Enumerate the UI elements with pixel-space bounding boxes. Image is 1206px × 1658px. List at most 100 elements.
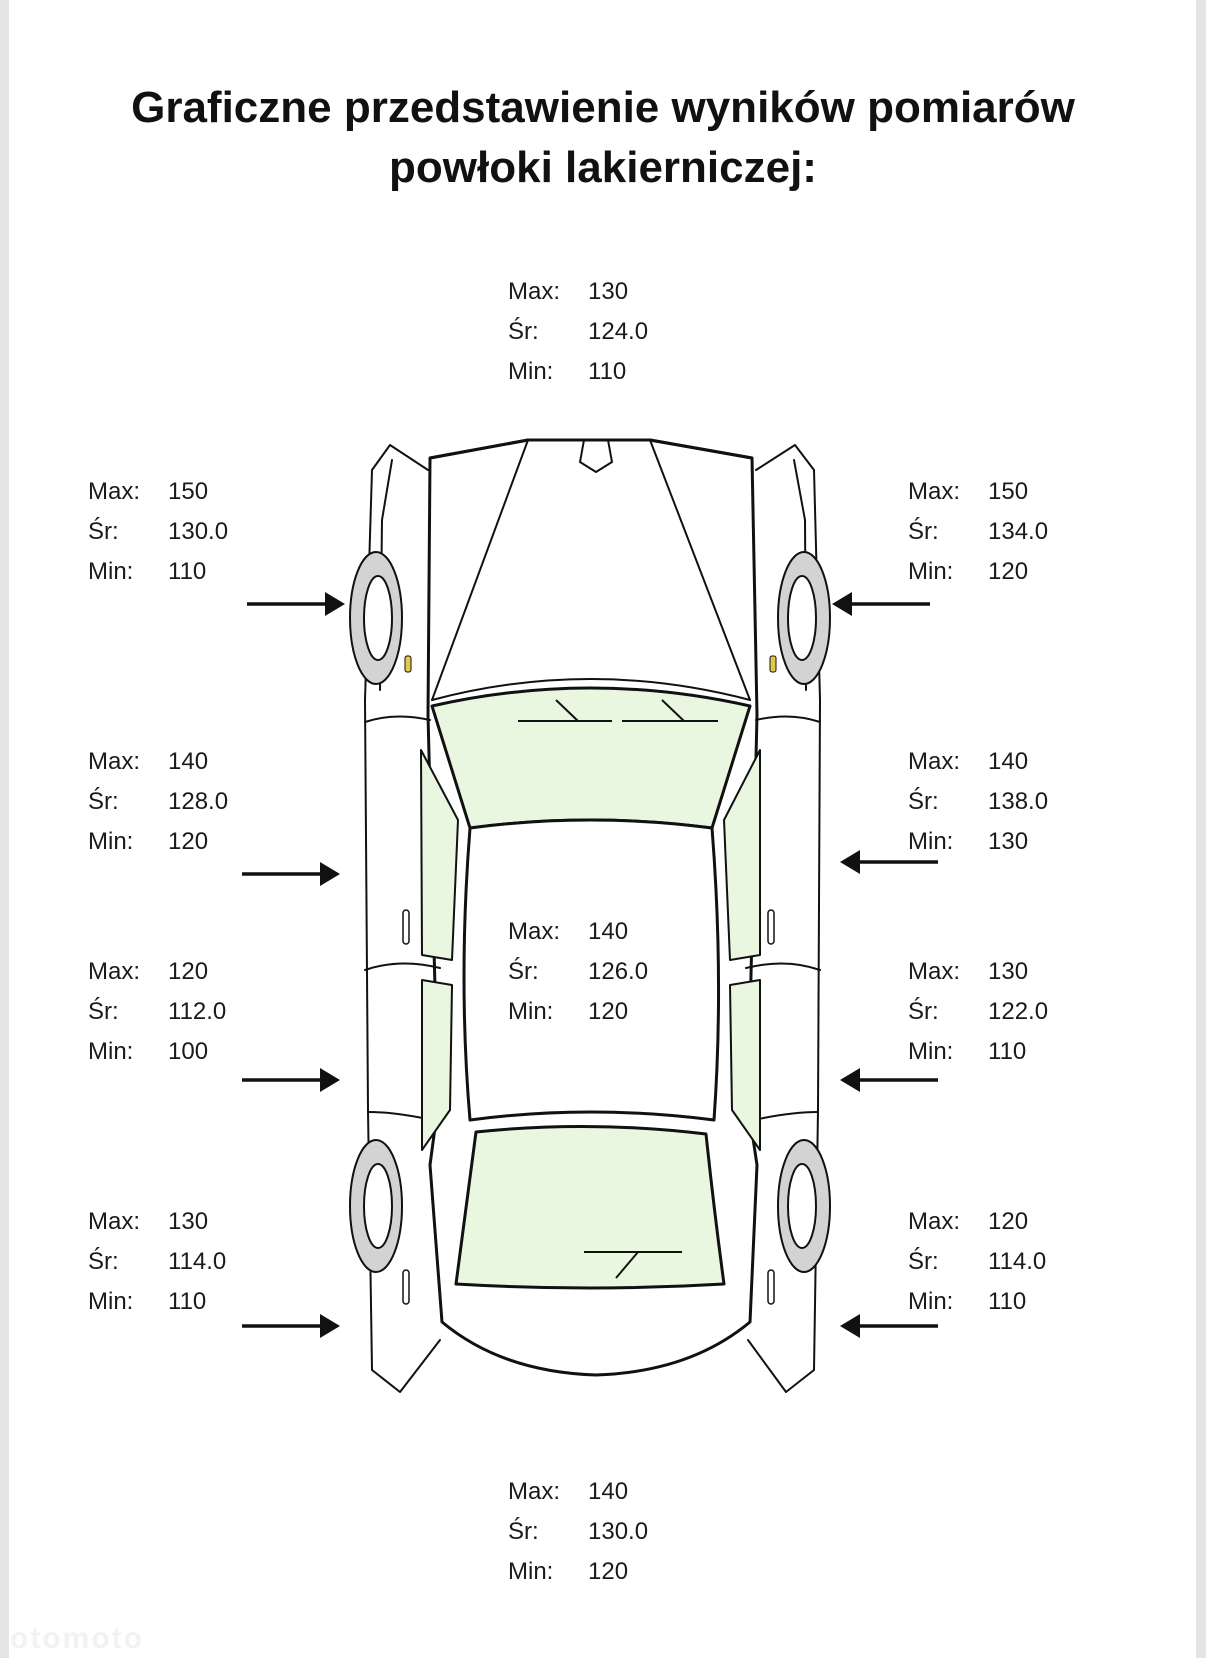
- reading-row-avg: Śr: 134.0: [908, 512, 1108, 552]
- readings-left-front-fender: Max:150 Śr:130.0 Min:110: [88, 472, 288, 592]
- avg-label: Śr:: [88, 518, 119, 545]
- right-front-door-handle: [767, 909, 775, 945]
- title-line-2: powłoki lakierniczej:: [389, 143, 817, 192]
- max-value: 140: [168, 748, 209, 775]
- hood-crease-right: [649, 439, 751, 701]
- avg-value: 130.0: [588, 1518, 649, 1545]
- avg-value: 126.0: [588, 958, 649, 985]
- max-value: 150: [168, 478, 209, 505]
- arrow-right-rear-fender: [840, 1314, 938, 1338]
- left-rear-door-handle: [402, 1269, 410, 1305]
- left-frame: [0, 0, 9, 1658]
- avg-value: 122.0: [988, 998, 1049, 1025]
- arrow-left-rear-door: [242, 1068, 340, 1092]
- right-door-line-mid: [745, 962, 821, 971]
- rear-window: [454, 1124, 726, 1290]
- reading-row-min: Min: 120: [508, 1552, 708, 1592]
- min-value: 120: [588, 1558, 629, 1585]
- reading-row-avg: Śr: 130.0: [88, 512, 288, 552]
- left-door-line-front: [364, 715, 431, 723]
- readings-left-front-door: Max:140 Śr:128.0 Min:120: [88, 742, 288, 862]
- avg-label: Śr:: [508, 318, 539, 345]
- min-label: Min:: [508, 358, 554, 385]
- reading-row-avg: Śr: 126.0: [508, 952, 708, 992]
- min-label: Min:: [908, 828, 954, 855]
- max-value: 130: [168, 1208, 209, 1235]
- readings-roof: Max: 140 Śr: 126.0 Min:120: [508, 912, 708, 1032]
- max-label: Max:: [908, 1208, 961, 1235]
- readings-left-rear-fender: Max:130 Śr:114.0 Min:110: [88, 1202, 288, 1322]
- max-value: 120: [168, 958, 209, 985]
- avg-label: Śr:: [908, 518, 939, 545]
- avg-value: 128.0: [168, 788, 229, 815]
- hood-rear-edge: [431, 678, 751, 701]
- rear-right-rim: [787, 1163, 817, 1249]
- max-label: Max:: [908, 478, 961, 505]
- car-body-outline: [426, 438, 759, 1377]
- front-right-rim: [787, 575, 817, 661]
- right-door-line-front: [755, 715, 821, 723]
- reading-row-min: Min:110: [88, 552, 288, 592]
- reading-row-min: Min:110: [88, 1282, 288, 1322]
- right-door-line-rear: [753, 1111, 819, 1121]
- left-door-line-mid: [364, 962, 441, 971]
- hood-crease-left: [431, 439, 529, 701]
- reading-row-avg: Śr:138.0: [908, 782, 1108, 822]
- reading-row-max: Max:120: [908, 1202, 1108, 1242]
- max-value: 130: [588, 278, 629, 305]
- reading-row-avg: Śr:124.0: [508, 312, 708, 352]
- arrow-left-front-door: [242, 862, 340, 886]
- left-front-side-window: [420, 749, 459, 961]
- avg-value: 138.0: [988, 788, 1049, 815]
- avg-value: 134.0: [988, 518, 1049, 545]
- avg-value: 112.0: [168, 998, 227, 1025]
- reading-row-avg: Śr:112.0: [88, 992, 288, 1032]
- rear-wiper: [584, 1251, 682, 1279]
- readings-right-front-fender: Max: 150 Śr: 134.0 Min:120: [908, 472, 1108, 592]
- min-value: 100: [168, 1038, 209, 1065]
- max-value: 140: [988, 748, 1029, 775]
- right-indicator: [769, 655, 777, 673]
- right-wiper: [622, 699, 718, 722]
- left-indicator: [404, 655, 412, 673]
- max-label: Max:: [88, 1208, 141, 1235]
- avg-value: 114.0: [988, 1248, 1047, 1275]
- max-label: Max:: [508, 278, 561, 305]
- min-label: Min:: [508, 1558, 554, 1585]
- front-left-rim: [363, 575, 393, 661]
- max-value: 150: [988, 478, 1029, 505]
- max-value: 140: [588, 918, 629, 945]
- reading-row-min: Min:110: [908, 1032, 1108, 1072]
- reading-row-min: Min:100: [88, 1032, 288, 1072]
- readings-right-rear-fender: Max:120 Śr:114.0 Min:110: [908, 1202, 1108, 1322]
- max-label: Max:: [508, 918, 561, 945]
- reading-row-min: Min:120: [908, 552, 1108, 592]
- min-label: Min:: [908, 1038, 954, 1065]
- right-rear-door-handle: [767, 1269, 775, 1305]
- min-value: 120: [988, 558, 1029, 585]
- reading-row-max: Max: 150: [908, 472, 1108, 512]
- reading-row-min: Min:120: [508, 992, 708, 1032]
- reading-row-max: Max:130: [908, 952, 1108, 992]
- avg-label: Śr:: [508, 958, 539, 985]
- right-frame: [1196, 0, 1206, 1658]
- reading-row-min: Min:110: [508, 352, 708, 392]
- avg-label: Śr:: [908, 1248, 939, 1275]
- max-label: Max:: [88, 748, 141, 775]
- readings-hood: Max: 130 Śr:124.0 Min:110: [508, 272, 708, 392]
- windshield: [430, 686, 752, 830]
- avg-value: 130.0: [168, 518, 229, 545]
- right-fender-outline: [747, 444, 821, 1393]
- right-front-side-window: [723, 749, 761, 961]
- max-label: Max:: [508, 1478, 561, 1505]
- max-value: 140: [588, 1478, 629, 1505]
- left-fender-outline: [364, 444, 441, 1393]
- arrow-right-front-door: [840, 850, 938, 874]
- reading-row-max: Max: 140: [508, 1472, 708, 1512]
- left-wiper: [518, 699, 612, 722]
- arrow-left-rear-fender: [242, 1314, 340, 1338]
- reading-row-max: Max: 130: [88, 1202, 288, 1242]
- reading-row-min: Min:130: [908, 822, 1108, 862]
- max-label: Max:: [908, 748, 961, 775]
